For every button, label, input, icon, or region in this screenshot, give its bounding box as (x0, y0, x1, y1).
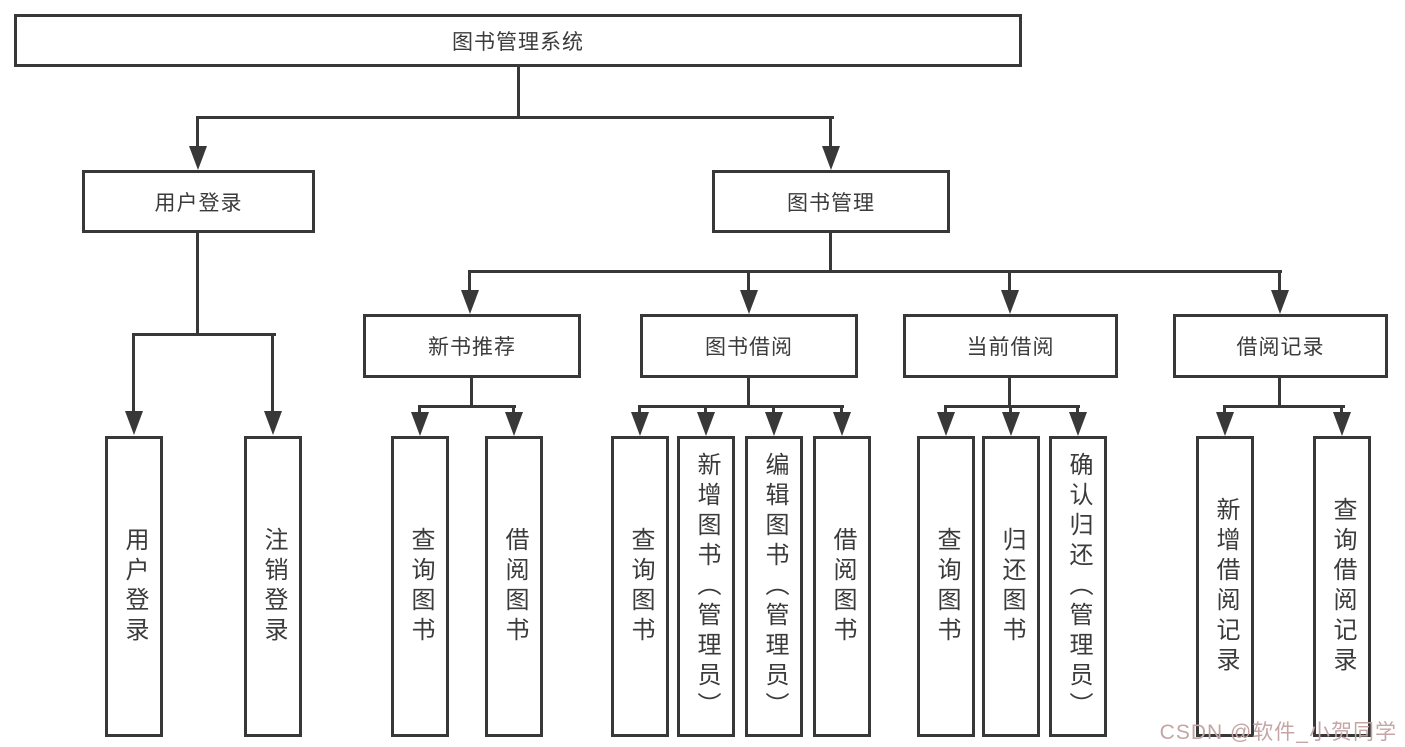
leaf-return-books: 归还图书 (982, 436, 1040, 737)
node-user-login: 用户登录 (82, 170, 315, 233)
connector-to-leaf-logout (271, 333, 274, 411)
connector-leaf (840, 405, 843, 412)
leaf-query-borrow-record: 查询借阅记录 (1313, 436, 1371, 737)
arrow-down-icon (411, 412, 429, 436)
connector-to-new-book (468, 270, 471, 290)
connector-leaf (1340, 405, 1343, 412)
connector-root-branch (196, 116, 834, 119)
leaf-query-books-recommend: 查询图书 (391, 436, 449, 737)
connector-root-stem (517, 66, 520, 118)
leaf-query-books: 查询图书 (611, 436, 669, 737)
connector-borrow-records-branch (1223, 405, 1345, 408)
leaf-confirm-return-admin: 确认归还（管理员） (1049, 436, 1107, 737)
arrow-down-icon (1216, 412, 1234, 436)
connector-borrow-records-stem (1278, 378, 1281, 407)
arrow-down-icon (505, 412, 523, 436)
connector-leaf (704, 405, 707, 412)
connector-leaf (638, 405, 641, 412)
connector-leaf (944, 405, 947, 412)
arrow-down-icon (740, 290, 758, 314)
arrow-down-icon (1069, 412, 1087, 436)
leaf-add-borrow-record: 新增借阅记录 (1196, 436, 1254, 737)
connector-new-book-stem (470, 378, 473, 407)
leaf-borrow-books-recommend: 借阅图书 (485, 436, 543, 737)
connector-new-book-branch (418, 405, 516, 408)
node-new-book-recommend: 新书推荐 (363, 314, 581, 378)
connector-current-borrow-stem (1008, 378, 1011, 407)
node-root: 图书管理系统 (14, 14, 1022, 67)
connector-book-borrow-branch (638, 405, 844, 408)
leaf-edit-books-admin: 编辑图书（管理员） (745, 436, 803, 737)
connector-book-mgmt-branch (468, 270, 1282, 273)
csdn-watermark: CSDN @软件_小贺同学 (1159, 721, 1397, 744)
connector-to-borrow-records (1278, 270, 1281, 290)
node-book-management: 图书管理 (712, 170, 950, 233)
leaf-add-books-admin: 新增图书（管理员） (677, 436, 735, 737)
arrow-down-icon (1271, 290, 1289, 314)
connector-root-to-user-login (196, 116, 199, 146)
arrow-down-icon (461, 290, 479, 314)
connector-leaf (512, 405, 515, 412)
connector-leaf (418, 405, 421, 412)
connector-current-borrow-branch (944, 405, 1080, 408)
arrow-down-icon (822, 146, 840, 170)
arrow-down-icon (1002, 412, 1020, 436)
arrow-down-icon (189, 146, 207, 170)
connector-to-leaf-login (132, 333, 135, 411)
leaf-logout: 注销登录 (244, 436, 302, 737)
arrow-down-icon (833, 412, 851, 436)
leaf-user-login: 用户登录 (105, 436, 163, 737)
connector-leaf (1223, 405, 1226, 412)
arrow-down-icon (1001, 290, 1019, 314)
connector-to-book-borrow (747, 270, 750, 290)
arrow-down-icon (264, 411, 282, 435)
leaf-query-books-current: 查询图书 (917, 436, 975, 737)
connector-user-login-branch (132, 333, 276, 336)
arrow-down-icon (697, 412, 715, 436)
arrow-down-icon (125, 411, 143, 435)
connector-user-login-stem (196, 233, 199, 335)
connector-leaf (1076, 405, 1079, 412)
connector-book-borrow-stem (747, 378, 750, 407)
leaf-borrow-books: 借阅图书 (813, 436, 871, 737)
connector-book-mgmt-stem (829, 233, 832, 272)
arrow-down-icon (631, 412, 649, 436)
arrow-down-icon (937, 412, 955, 436)
node-book-borrow: 图书借阅 (640, 314, 858, 378)
connector-root-to-book-mgmt (829, 116, 832, 146)
node-current-borrow: 当前借阅 (903, 314, 1118, 378)
connector-leaf (1009, 405, 1012, 412)
connector-to-current-borrow (1008, 270, 1011, 290)
arrow-down-icon (1333, 412, 1351, 436)
arrow-down-icon (765, 412, 783, 436)
connector-leaf (772, 405, 775, 412)
node-borrow-records: 借阅记录 (1173, 314, 1388, 378)
